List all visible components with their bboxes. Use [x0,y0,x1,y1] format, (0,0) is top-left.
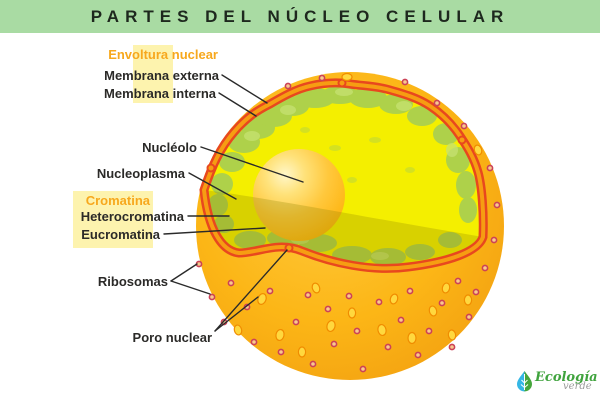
leader-membrana-externa [221,74,268,104]
label-membrana-interna: Membrana interna [104,86,216,101]
leaf-drop-icon [517,371,532,392]
leader-poro-1 [214,249,288,332]
leader-membrana-interna [218,92,257,117]
pore-droplets [233,72,483,358]
page-title: PARTES DEL NÚCLEO CELULAR [90,6,510,26]
label-ribosomas: Ribosomas [97,274,168,289]
brand-words: Ecología verde [535,371,598,392]
brand-name-top: Ecología [535,370,598,385]
ribosome-dots [195,74,501,373]
label-membrana-externa: Membrana externa [104,68,219,83]
leader-ribosomas-2 [170,280,211,295]
nuclear-envelope-rim [199,78,488,273]
leader-ribosomas-1 [170,263,198,282]
leader-nucleolo [200,146,304,183]
label-poro-nuclear: Poro nuclear [132,330,212,345]
label-nucleolo: Nucléolo [142,140,197,155]
highlight-mark-cromatina [73,191,153,248]
shadow-wedge [204,190,483,269]
pore-notches [206,78,467,253]
label-envoltura-nuclear: Envoltura nuclear [108,47,218,62]
brand-logo: Ecología verde [517,371,598,392]
label-eucromatina: Eucromatina [81,227,160,242]
label-nucleoplasma: Nucleoplasma [96,166,185,181]
leader-lines [163,74,304,332]
title-bar: PARTES DEL NÚCLEO CELULAR [0,0,600,33]
leader-eucromatina [163,227,266,235]
leader-poro-2 [214,296,259,332]
highlight-mark-envoltura [133,45,173,103]
leader-nucleoplasma [188,172,237,200]
label-cromatina: Cromatina [85,193,150,208]
brand-name-bottom: verde [563,381,592,392]
label-heterocromatina: Heterocromatina [80,209,184,224]
